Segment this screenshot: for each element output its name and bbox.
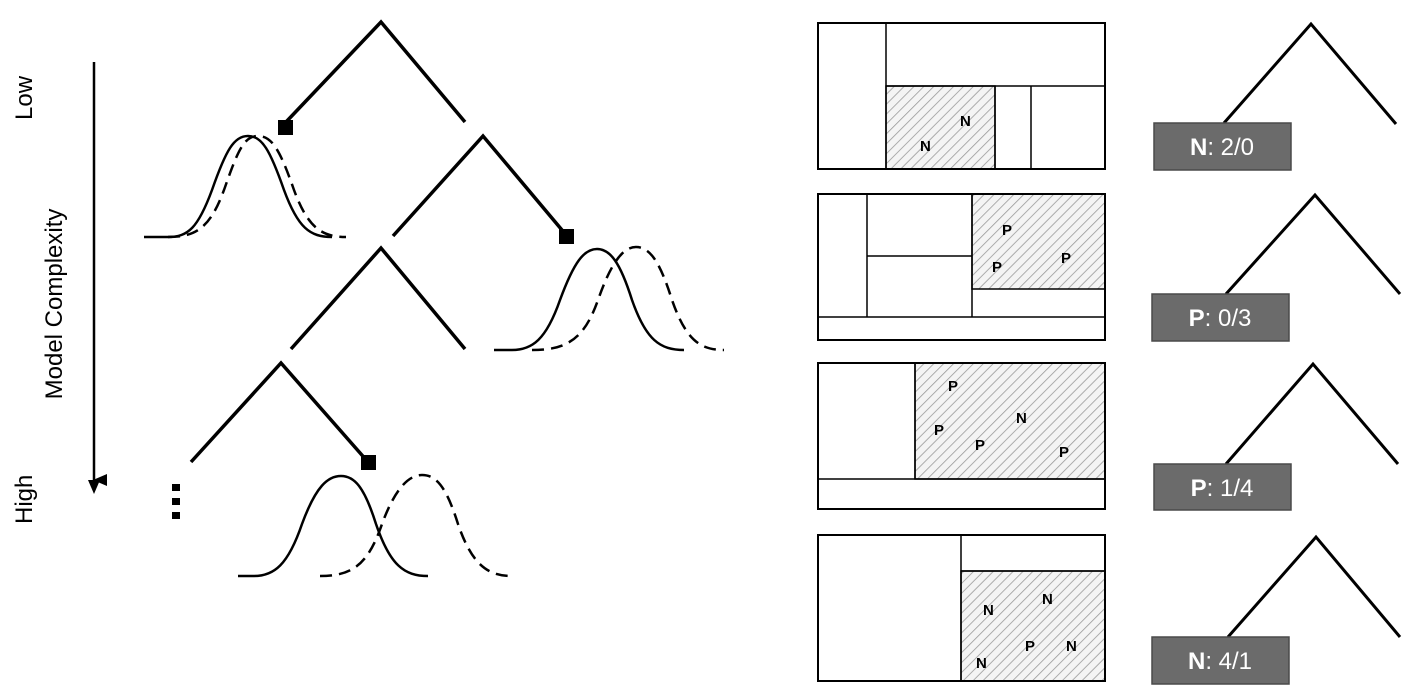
badge-counts: : 2/0 xyxy=(1207,134,1254,161)
panel-4-points: N N P N N xyxy=(976,591,1077,672)
data-point: P xyxy=(1002,222,1012,239)
partition-panel-3 xyxy=(817,362,1106,510)
panel-2-points: P P P xyxy=(992,222,1071,276)
selected-region-1 xyxy=(885,85,996,170)
complexity-axis: Low Model Complexity High xyxy=(11,62,107,524)
data-point: N xyxy=(1042,591,1053,608)
badge-counts: : 4/1 xyxy=(1205,648,1252,675)
data-point: N xyxy=(1016,410,1027,427)
svg-text:P: 1/4: P: 1/4 xyxy=(1191,475,1254,502)
leaf-tree-2 xyxy=(1224,192,1402,296)
leaf-badge-4: N: 4/1 xyxy=(1151,636,1290,685)
distribution-pair-1 xyxy=(144,134,347,239)
leaf-trees xyxy=(1222,21,1402,638)
panel-frame-1 xyxy=(817,22,1106,170)
tree-level-3 xyxy=(289,245,467,351)
badge-class: N xyxy=(1188,648,1205,675)
svg-text:N: 4/1: N: 4/1 xyxy=(1188,648,1252,675)
axis-title: Model Complexity xyxy=(41,209,68,400)
selected-region-4 xyxy=(960,570,1106,682)
leaf-node-1 xyxy=(278,120,293,135)
distribution-pair-3 xyxy=(238,473,513,578)
selected-region-3 xyxy=(914,362,1106,480)
badge-counts: : 1/4 xyxy=(1207,475,1254,502)
leaf-tree-3 xyxy=(1224,361,1400,465)
data-point: P xyxy=(992,259,1002,276)
selected-region-2 xyxy=(971,193,1106,290)
badge-class: N xyxy=(1190,134,1207,161)
data-point: N xyxy=(920,138,931,155)
partition-panel-2 xyxy=(817,193,1106,341)
partition-panel-4 xyxy=(817,534,1106,682)
svg-text:N: 2/0: N: 2/0 xyxy=(1190,134,1254,161)
tree-cascade xyxy=(189,19,569,464)
distribution-solid-3 xyxy=(238,474,429,578)
leaf-tree-4 xyxy=(1226,534,1402,638)
data-point: P xyxy=(1059,444,1069,461)
axis-high-label: High xyxy=(11,475,38,524)
tree-level-1 xyxy=(284,19,467,124)
distribution-pair-2 xyxy=(494,245,725,352)
distribution-dashed-1 xyxy=(167,134,347,239)
tree-level-2 xyxy=(391,133,569,238)
data-point: P xyxy=(948,378,958,395)
leaf-badge-2: P: 0/3 xyxy=(1151,293,1290,342)
data-point: P xyxy=(934,422,944,439)
continuation-ellipsis xyxy=(172,484,180,519)
leaf-node-3 xyxy=(361,455,376,470)
data-point: P xyxy=(975,437,985,454)
distribution-solid-1 xyxy=(144,134,333,239)
data-point: P xyxy=(1025,638,1035,655)
tree-level-4 xyxy=(189,360,370,464)
leaf-node-2 xyxy=(559,229,574,244)
panel-3-points: P P P N P xyxy=(934,378,1069,461)
leaf-tree-1 xyxy=(1222,21,1398,125)
panel-1-points: N N xyxy=(920,113,971,155)
leaf-badge-1: N: 2/0 xyxy=(1153,122,1292,171)
axis-low-label: Low xyxy=(11,75,38,120)
panel-frame-3 xyxy=(817,362,1106,510)
distribution-dashed-3 xyxy=(319,473,513,578)
badge-class: P xyxy=(1189,305,1205,332)
leaf-markers xyxy=(278,120,574,470)
data-point: N xyxy=(960,113,971,130)
data-point: P xyxy=(1061,250,1071,267)
distribution-pairs xyxy=(144,134,725,578)
data-point: N xyxy=(976,655,987,672)
svg-text:P: 0/3: P: 0/3 xyxy=(1189,305,1252,332)
badge-class: P xyxy=(1191,475,1207,502)
distribution-dashed-2 xyxy=(531,245,725,352)
data-point: N xyxy=(983,602,994,619)
leaf-badge-3: P: 1/4 xyxy=(1153,463,1292,511)
axis-arrow-head xyxy=(88,480,100,494)
panel-frame-2 xyxy=(817,193,1106,341)
distribution-solid-2 xyxy=(494,247,685,352)
data-point: N xyxy=(1066,638,1077,655)
badge-counts: : 0/3 xyxy=(1205,305,1252,332)
partition-panel-1 xyxy=(817,22,1106,170)
